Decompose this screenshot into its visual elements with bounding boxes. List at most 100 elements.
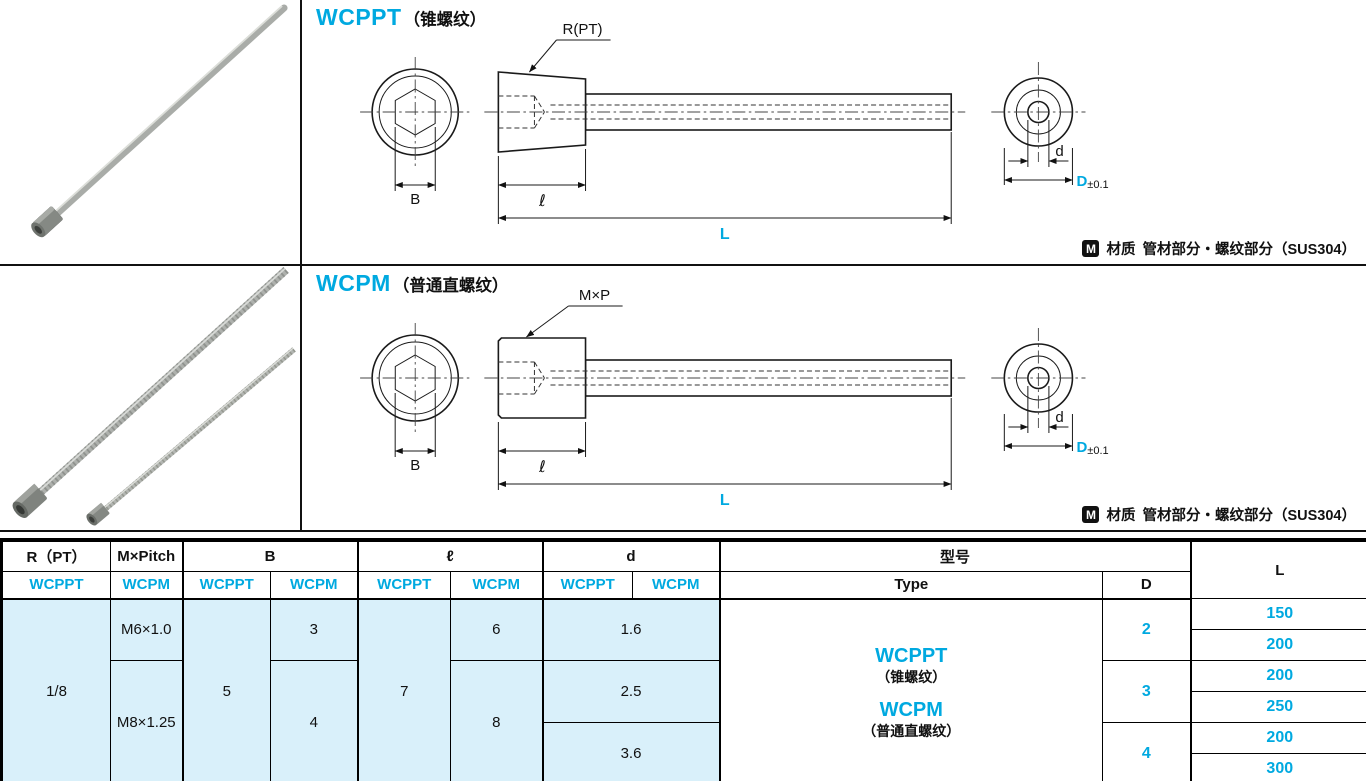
spec-table: R（PT） M×Pitch B ℓ d 型号 L WCPPT WCPM WCPP… <box>2 541 1366 781</box>
socket-head <box>31 206 63 238</box>
cell-b-wcppt: 5 <box>181 598 271 781</box>
dim-L-label: L <box>720 226 730 243</box>
section-gap <box>0 532 1366 538</box>
wcppt-thread-type: （锥螺纹） <box>403 11 487 29</box>
wcpm-thread-type: （普通直螺纹） <box>392 277 509 295</box>
wcppt-drawing-pane: WCPPT（锥螺纹） B <box>302 0 1366 264</box>
header-row-2: WCPPT WCPM WCPPT WCPM WCPPT WCPM WCPPT W… <box>2 571 1366 600</box>
table-row: 250 <box>3 691 1366 723</box>
cell-D-3: 4 <box>1102 722 1192 781</box>
socket-head-long <box>12 483 47 518</box>
type-wcpm-desc: （普通直螺纹） <box>862 722 961 739</box>
table-row: 300 <box>3 753 1366 781</box>
wcpm-section: WCPM（普通直螺纹） B <box>0 266 1366 532</box>
wcpm-drawing-pane: WCPM（普通直螺纹） B <box>302 266 1366 530</box>
subheader-wcppt: WCPPT <box>541 571 633 600</box>
table-row: M8×1.25 4 8 2.5 3 200 <box>3 660 1366 781</box>
type-wcpm: WCPM <box>879 698 943 721</box>
wcpm-code: WCPM <box>316 270 391 296</box>
cell-mpitch-1: M6×1.0 <box>110 598 183 661</box>
wcpm-material-note: M 材质 管材部分・螺纹部分（SUS304） <box>1082 504 1356 525</box>
rod-long <box>31 267 289 502</box>
header-ell: ℓ <box>356 541 543 572</box>
wcppt-front-view: B <box>360 57 471 208</box>
rod-short <box>99 347 296 515</box>
dim-D-label: D±0.1 <box>1076 173 1108 191</box>
type-wcppt: WCPPT <box>875 644 948 667</box>
wcppt-code: WCPPT <box>316 4 402 30</box>
wcppt-side-view: R(PT) ℓ L <box>484 21 966 243</box>
cell-L-1: 150 <box>1189 598 1366 630</box>
subheader-D: D <box>1102 571 1192 600</box>
dim-d-label: d <box>1055 143 1063 160</box>
wcppt-product-photo <box>31 4 288 238</box>
cell-ell-wcppt: 7 <box>356 598 451 781</box>
header-rpt: R（PT） <box>2 541 111 572</box>
cell-D-1: 2 <box>1102 598 1192 661</box>
dim-b-label: B <box>410 457 420 474</box>
material-icon: M <box>1082 506 1100 523</box>
header-b: B <box>181 541 358 572</box>
cell-d-3: 3.6 <box>541 722 721 781</box>
material-text: 管材部分・螺纹部分（SUS304） <box>1142 242 1356 258</box>
cell-L-3: 200 <box>1189 660 1366 692</box>
cell-b-wcpm-2: 4 <box>270 660 358 781</box>
wcppt-photo <box>0 0 302 264</box>
header-d: d <box>541 541 721 572</box>
cell-L-5: 200 <box>1189 722 1366 754</box>
wcpm-photo <box>0 266 302 530</box>
wcppt-technical-drawing: B R(PT) <box>360 21 1109 243</box>
leader-rpt-label: R(PT) <box>563 21 603 38</box>
subheader-wcppt: WCPPT <box>181 571 271 600</box>
wcppt-end-view: d D±0.1 <box>991 62 1109 191</box>
table-row: 3.6 4 200 <box>3 722 1366 781</box>
wcppt-material-note: M 材质 管材部分・螺纹部分（SUS304） <box>1082 238 1356 259</box>
material-icon: M <box>1082 240 1100 257</box>
cell-ell-wcpm-2: 8 <box>450 660 543 781</box>
material-label: 材质 <box>1106 508 1136 524</box>
table-row: 200 <box>3 629 1366 661</box>
wcpm-product-photo <box>12 267 296 526</box>
header-L: L <box>1189 541 1366 599</box>
wcpm-technical-drawing: B M×P <box>360 287 1109 509</box>
wcpm-end-view: d D±0.1 <box>991 328 1109 457</box>
cell-rpt: 1/8 <box>2 598 111 781</box>
subheader-wcppt: WCPPT <box>2 571 111 600</box>
dim-D-label: D±0.1 <box>1076 439 1108 457</box>
leader-mxp-label: M×P <box>579 287 610 304</box>
subheader-wcpm: WCPM <box>270 571 358 600</box>
subheader-wcpm: WCPM <box>631 571 721 600</box>
cell-D-2: 3 <box>1102 660 1192 723</box>
cell-L-4: 250 <box>1189 691 1366 723</box>
cell-mpitch-2: M8×1.25 <box>110 660 183 781</box>
spec-table-wrap: R（PT） M×Pitch B ℓ d 型号 L WCPPT WCPM WCPP… <box>0 538 1366 781</box>
material-label: 材质 <box>1106 242 1136 258</box>
wcppt-title: WCPPT（锥螺纹） <box>316 4 486 31</box>
dim-ell-label: ℓ <box>538 457 546 476</box>
material-text: 管材部分・螺纹部分（SUS304） <box>1142 508 1356 524</box>
dim-b-label: B <box>410 191 420 208</box>
cell-d-2: 2.5 <box>541 660 721 723</box>
subheader-type: Type <box>718 571 1104 600</box>
wcppt-section: WCPPT（锥螺纹） B <box>0 0 1366 266</box>
header-mpitch: M×Pitch <box>110 541 183 572</box>
wcpm-front-view: B <box>360 323 471 474</box>
table-row: 1/8 M6×1.0 5 3 7 6 1.6 WCPPT （锥螺纹） WCPM … <box>2 598 1366 781</box>
subheader-wcpm: WCPM <box>110 571 183 600</box>
wcpm-side-view: M×P ℓ L <box>484 287 966 509</box>
cell-ell-wcpm-1: 6 <box>450 598 543 661</box>
dim-d-label: d <box>1055 409 1063 426</box>
header-model: 型号 <box>718 541 1192 572</box>
subheader-wcpm: WCPM <box>450 571 543 600</box>
dim-L-label: L <box>720 492 730 509</box>
header-row-1: R（PT） M×Pitch B ℓ d 型号 L <box>2 541 1366 599</box>
type-wcppt-desc: （锥螺纹） <box>876 668 947 685</box>
socket-head-short <box>86 502 110 526</box>
cell-d-1: 1.6 <box>541 598 721 661</box>
cell-L-2: 200 <box>1189 629 1366 661</box>
subheader-wcppt: WCPPT <box>356 571 451 600</box>
dim-ell-label: ℓ <box>538 191 546 210</box>
wcpm-title: WCPM（普通直螺纹） <box>316 270 508 297</box>
cell-type: WCPPT （锥螺纹） WCPM （普通直螺纹） <box>718 598 1104 781</box>
